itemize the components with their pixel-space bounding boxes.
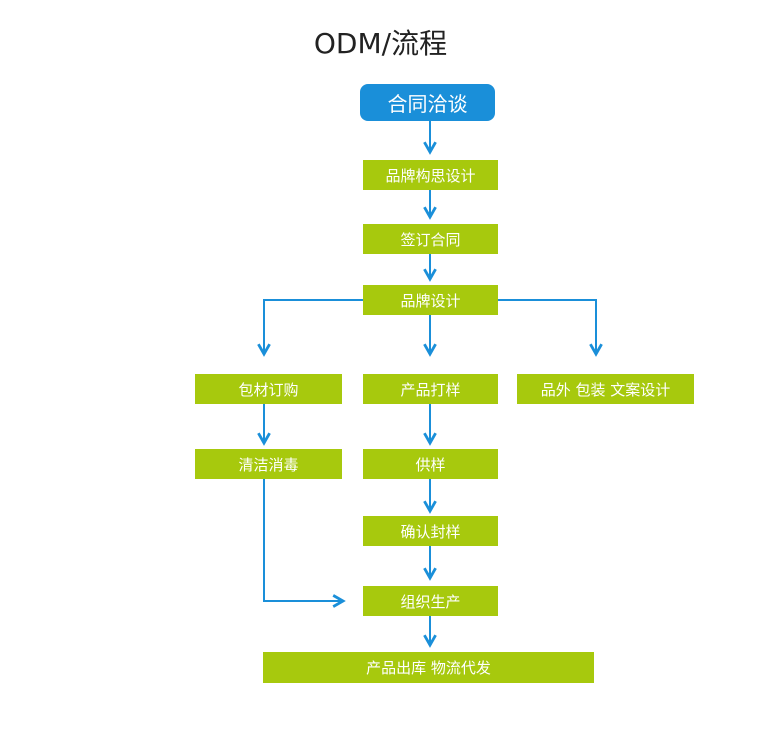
page-title: ODM/流程 [313, 27, 448, 60]
node-brand-design: 品牌设计 [363, 285, 498, 315]
node-ship-out-logistics: 产品出库 物流代发 [263, 652, 594, 683]
node-confirm-seal-sample: 确认封样 [363, 516, 498, 546]
node-sign-contract: 签订合同 [363, 224, 498, 254]
node-contract-negotiation: 合同洽谈 [360, 84, 495, 121]
node-clean-disinfect: 清洁消毒 [195, 449, 342, 479]
node-packaging-order: 包材订购 [195, 374, 342, 404]
node-supply-sample: 供样 [363, 449, 498, 479]
node-product-sample: 产品打样 [363, 374, 498, 404]
arrow-design-to-copy [498, 299, 596, 354]
node-organize-production: 组织生产 [363, 586, 498, 616]
node-packaging-copy-design: 品外 包装 文案设计 [517, 374, 694, 404]
arrow-design-to-packaging [264, 299, 363, 354]
node-brand-concept-design: 品牌构思设计 [363, 160, 498, 190]
arrow-clean-to-production [263, 479, 343, 601]
